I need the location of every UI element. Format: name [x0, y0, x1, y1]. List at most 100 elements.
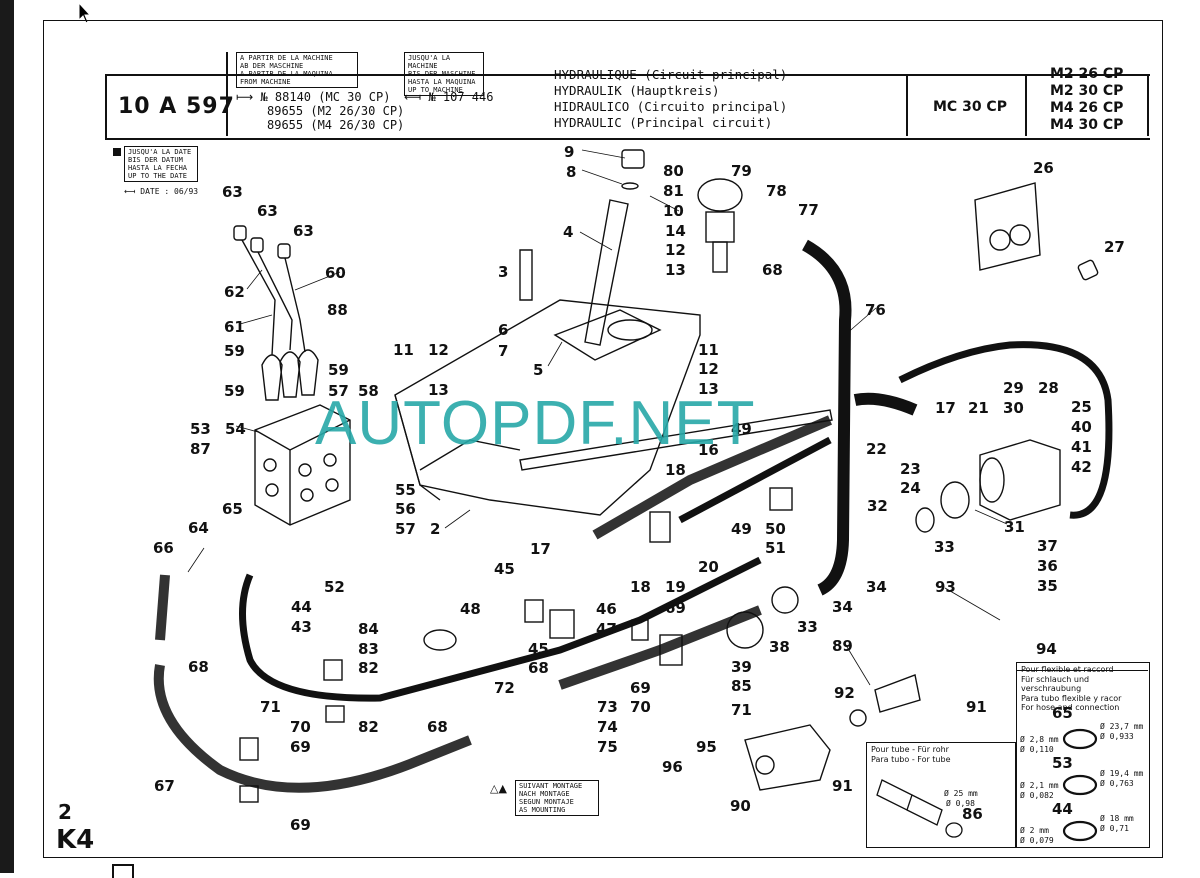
plug [1077, 259, 1099, 281]
part-callout: 17 [935, 399, 956, 417]
tube-note-line: Pour tube - Für rohr [871, 745, 949, 754]
part-callout: 7 [498, 342, 509, 360]
hose-legend-title: Para tubo flexible y racor [1021, 693, 1122, 703]
part-callout: 13 [428, 381, 449, 399]
return-hoses [153, 415, 832, 793]
part-callout: 19 [665, 578, 686, 596]
part-callout: 70 [630, 698, 651, 716]
part-callout: 84 [358, 620, 379, 638]
sheet-border [43, 20, 1163, 858]
legend-dim: Ø 2,1 mm [1020, 781, 1059, 790]
hose-legend-title: Pour flexible et raccord [1021, 665, 1114, 674]
date-line: UP TO THE DATE [128, 172, 188, 180]
part-callout: 45 [494, 560, 515, 578]
part-callout: 71 [260, 698, 281, 716]
part-callout: 62 [224, 283, 245, 301]
mouse-pointer-icon [78, 2, 92, 24]
part-callout: 71 [731, 701, 752, 719]
hose-clamp [423, 629, 457, 651]
part-callout: 72 [494, 679, 515, 697]
arrow-left-icon: ⟻ № [404, 90, 443, 104]
part-callout: 22 [866, 440, 887, 458]
hose-legend: Pour flexible et raccord Für schlauch un… [1016, 662, 1150, 848]
until-line: HASTA LA MAQUINA [408, 78, 476, 86]
model: M4 30 CP [1050, 117, 1124, 133]
tube-dim: Ø 25 mm [944, 789, 978, 798]
part-callout: 81 [663, 182, 684, 200]
decal-plate [974, 182, 1041, 271]
part-callout: 75 [597, 738, 618, 756]
part-callout: 92 [834, 684, 855, 702]
part-callout: 68 [528, 659, 549, 677]
part-callout: 61 [224, 318, 245, 336]
serial-until-value: 107 446 [442, 90, 494, 104]
part-callout: 80 [663, 162, 684, 180]
part-callout: 68 [427, 718, 448, 736]
part-callout: 37 [1037, 537, 1058, 555]
until-line: UP TO MACHINE [408, 86, 463, 94]
title-band [105, 74, 1150, 140]
part-callout: 41 [1071, 438, 1092, 456]
part-callout: 16 [698, 441, 719, 459]
part-callout: 28 [1038, 379, 1059, 397]
note-line: SUIVANT MONTAGE [519, 782, 583, 790]
legend-dim: Ø 0,082 [1020, 791, 1054, 800]
suction-hose [801, 239, 918, 596]
model-list: M2 26 CP M2 30 CP M4 26 CP M4 30 CP [1050, 66, 1123, 134]
legend-dim: Ø 0,71 [1100, 824, 1129, 833]
from-machine-box: A PARTIR DE LA MACHINE AB DER MASCHINE A… [236, 52, 358, 88]
part-callout: 13 [698, 380, 719, 398]
part-callout: 66 [153, 539, 174, 557]
divider [906, 74, 908, 136]
hose-legend-title: Für schlauch und verschraubung [1021, 674, 1090, 694]
model: M4 26 CP [1050, 100, 1124, 116]
part-callout: 34 [832, 598, 853, 616]
arrow-right-icon: ⟼ № [236, 90, 275, 104]
part-callout: 50 [765, 520, 786, 538]
part-callout: 6 [498, 321, 509, 339]
part-callout: 74 [597, 718, 618, 736]
until-line: BIS DER MASCHINE [408, 70, 476, 78]
serial-until: ⟻ № 107 446 [404, 90, 493, 104]
figure-code: 10 A 597 [118, 94, 235, 119]
page-number: 2 [58, 800, 72, 824]
from-line: FROM MACHINE [240, 78, 291, 86]
tube-note-line: Para tubo - For tube [871, 754, 951, 764]
part-callout: 31 [1004, 518, 1025, 536]
model: M2 26 CP [1050, 66, 1124, 82]
part-callout: 12 [665, 241, 686, 259]
serial-from: 89655 (M4 26/30 CP) [267, 118, 405, 132]
part-callout: 95 [696, 738, 717, 756]
part-callout: 82 [358, 659, 379, 677]
part-callout: 78 [766, 182, 787, 200]
legend-dim: Ø 2 mm [1020, 826, 1049, 835]
part-callout: 14 [665, 222, 686, 240]
date-line: BIS DER DATUM [128, 156, 183, 164]
part-callout: 35 [1037, 577, 1058, 595]
part-callout: 63 [293, 222, 314, 240]
part-callout: 77 [798, 201, 819, 219]
part-callout: 59 [224, 342, 245, 360]
part-callout: 29 [1003, 379, 1024, 397]
accumulator-breather [697, 178, 743, 273]
part-callout: 44 [291, 598, 312, 616]
control-levers [233, 225, 306, 356]
from-line: A PARTIR DE LA MACHINE [240, 54, 333, 62]
part-callout: 63 [222, 183, 243, 201]
legend-dim: Ø 2,8 mm [1020, 735, 1059, 744]
part-callout: 5 [533, 361, 544, 379]
note-line: SEGUN MONTAJE [519, 798, 574, 806]
part-callout: 18 [630, 578, 651, 596]
legend-dim: Ø 23,7 mm [1100, 722, 1144, 731]
date-line: JUSQU'A LA DATE [128, 148, 192, 156]
title-de: HYDRAULIK (Hauptkreis) [554, 83, 720, 98]
part-callout: 26 [1033, 159, 1054, 177]
part-callout: 21 [968, 399, 989, 417]
filler-tube [584, 199, 629, 346]
lever-boots [261, 349, 319, 401]
part-callout: 43 [291, 618, 312, 636]
date-line: HASTA LA FECHA [128, 164, 188, 172]
model-mc: MC 30 CP [933, 99, 1007, 115]
until-date-box: JUSQU'A LA DATE BIS DER DATUM HASTA LA F… [124, 146, 198, 182]
